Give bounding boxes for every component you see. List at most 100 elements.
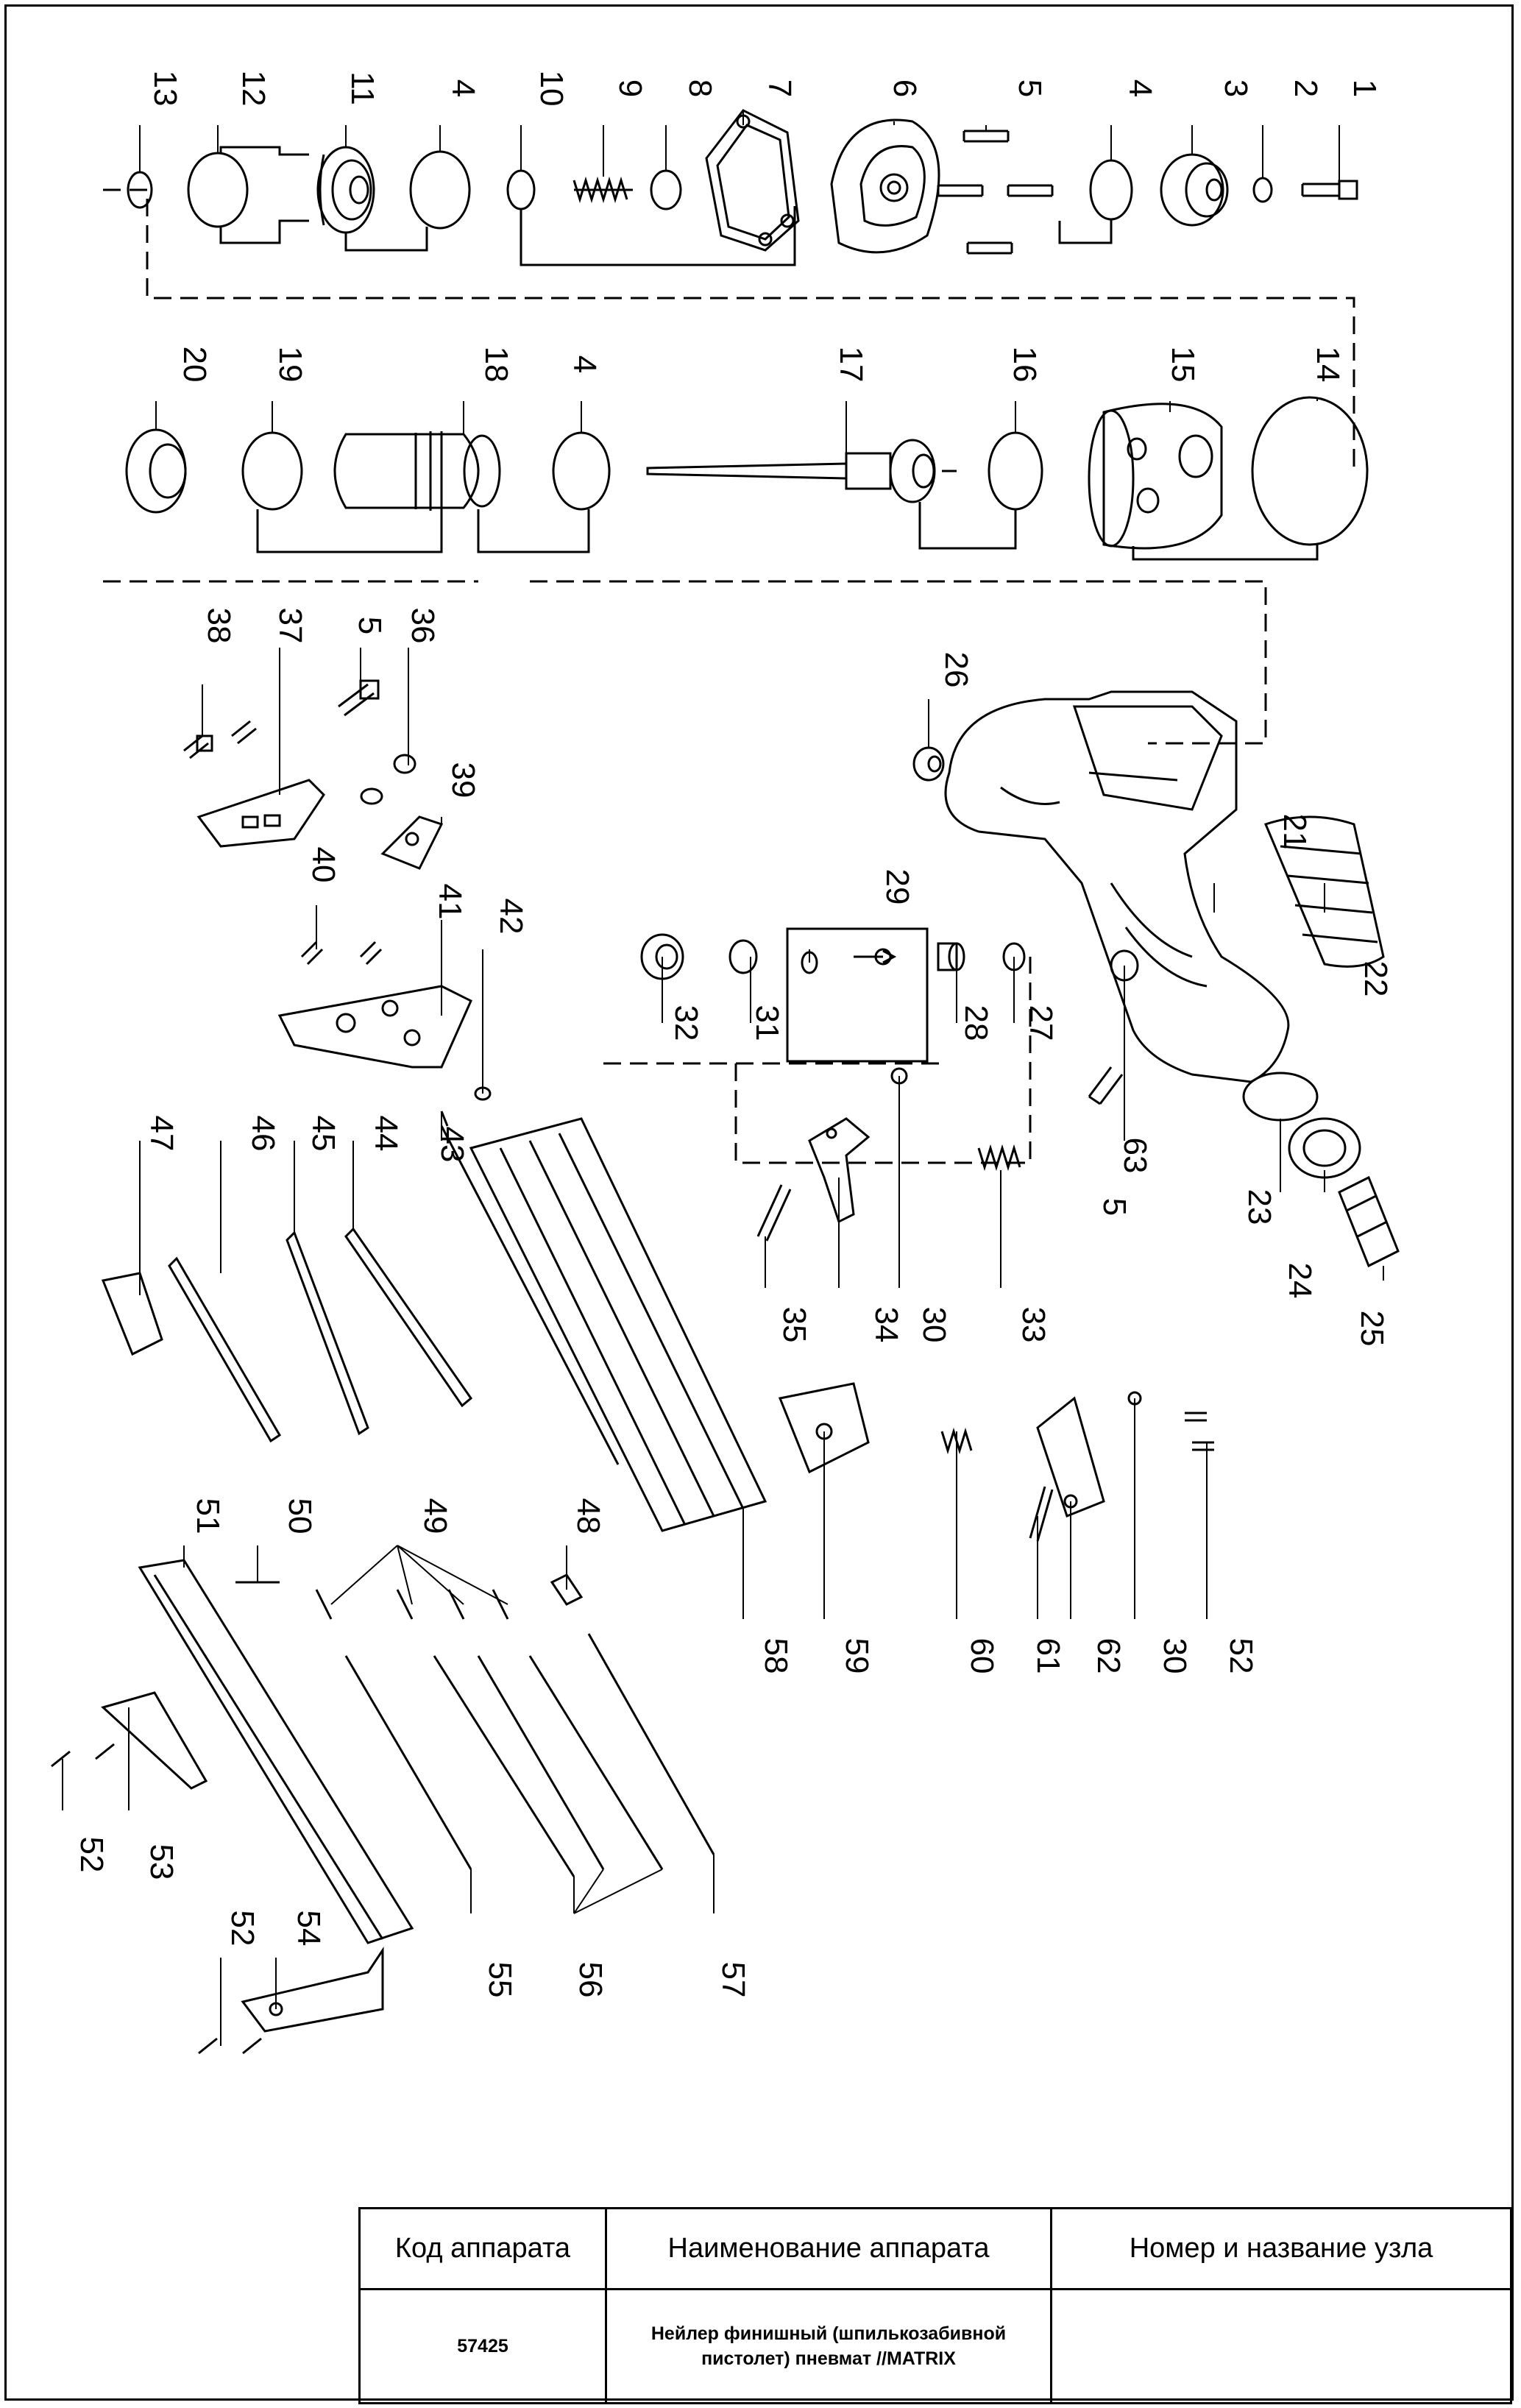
part-21-housing	[944, 690, 1290, 1083]
value-name: Нейлер финишный (шпилькозабивной пистоле…	[605, 2288, 1052, 2404]
cap-screws	[937, 130, 1054, 255]
part-34-trigger	[808, 1117, 871, 1224]
callout-61: 61	[1030, 1638, 1066, 1674]
part-31-o-ring	[728, 939, 758, 974]
part-61-pin	[1029, 1486, 1054, 1542]
part-24-end-cap	[1288, 1117, 1361, 1179]
part-22-grip	[1263, 815, 1385, 968]
callout-53: 53	[143, 1844, 180, 1880]
callout-20: 20	[177, 347, 213, 383]
part-23-o-ring	[1242, 1072, 1319, 1122]
callout-22: 22	[1358, 961, 1394, 997]
callout-58: 58	[758, 1638, 794, 1674]
callout-1: 1	[1347, 79, 1383, 97]
callout-57: 57	[715, 1962, 751, 1998]
header-name: Наименование аппарата	[605, 2207, 1052, 2290]
callout-5: 5	[1096, 1198, 1132, 1216]
part-58-magazine-rail	[469, 1117, 767, 1532]
value-assembly	[1050, 2288, 1512, 2404]
callout-14: 14	[1310, 347, 1346, 383]
part-46-blade	[168, 1256, 282, 1443]
part-45-blade	[286, 1230, 369, 1436]
magazine-rods-55-57	[344, 1633, 715, 1877]
callout-30: 30	[916, 1307, 952, 1343]
callout-29: 29	[879, 869, 915, 905]
callout-50: 50	[282, 1498, 318, 1534]
callout-5: 5	[352, 617, 388, 634]
part-12-seal	[187, 152, 249, 228]
callout-39: 39	[445, 762, 481, 798]
part-4-o-ring-b	[1089, 159, 1133, 221]
part-4-o-ring	[409, 150, 471, 230]
part-35-pin	[756, 1184, 792, 1242]
part-20-bumper	[125, 428, 187, 514]
callout-6: 6	[887, 79, 923, 97]
part-43-driver-rod	[440, 1125, 620, 1465]
callout-63: 63	[1117, 1138, 1153, 1174]
callout-32: 32	[668, 1005, 704, 1041]
part-3-exhaust-deflector	[1160, 153, 1229, 227]
callout-59: 59	[839, 1638, 875, 1674]
callout-40: 40	[305, 847, 341, 883]
part-54-foot	[241, 1947, 384, 2033]
callout-45: 45	[305, 1116, 341, 1152]
screws-52-top	[1185, 1412, 1214, 1451]
nose-assembly-parts	[101, 679, 620, 1465]
value-code: 57425	[358, 2288, 607, 2404]
callout-44: 44	[368, 1116, 404, 1152]
part-18-cylinder	[333, 431, 501, 511]
callout-9: 9	[612, 79, 648, 97]
part-19-o-ring	[241, 431, 303, 511]
part-2-washer	[1252, 177, 1273, 203]
callout-4: 4	[1122, 79, 1158, 97]
part-6-cylinder-cap	[830, 118, 940, 254]
callout-62: 62	[1091, 1638, 1127, 1674]
part-1-screw	[1301, 180, 1358, 200]
callout-33: 33	[1015, 1307, 1052, 1343]
callout-3: 3	[1218, 79, 1254, 97]
callout-43: 43	[434, 1127, 470, 1163]
header-assembly: Номер и название узла	[1050, 2207, 1512, 2290]
assembly-guide-lines	[103, 188, 1355, 1164]
title-block-table: Код аппарата Наименование аппарата Номер…	[358, 2207, 1512, 2404]
callout-41: 41	[432, 884, 468, 920]
part-48-pin	[550, 1573, 584, 1606]
part-39-latch	[380, 815, 444, 870]
callout-25: 25	[1354, 1311, 1390, 1347]
part-36-washer	[393, 754, 416, 774]
part-44-blade	[344, 1227, 473, 1408]
callout-55: 55	[482, 1962, 518, 1998]
callout-16: 16	[1007, 347, 1043, 383]
part-10-ring	[506, 169, 536, 210]
screws-40	[300, 941, 383, 966]
callout-31: 31	[749, 1005, 785, 1041]
callout-18: 18	[478, 347, 514, 383]
callout-52: 52	[74, 1837, 110, 1873]
callout-8: 8	[682, 79, 718, 97]
callout-46: 46	[245, 1116, 281, 1152]
callout-5: 5	[1012, 79, 1048, 97]
part-4-o-ring-c	[552, 431, 611, 511]
callout-51: 51	[190, 1498, 226, 1534]
screws-52-bottom	[198, 2037, 262, 2055]
callout-56: 56	[572, 1962, 609, 1998]
part-15-cylinder-sleeve	[1088, 403, 1223, 550]
callout-52: 52	[1223, 1638, 1259, 1674]
part-16-o-ring	[988, 431, 1043, 511]
magazine-assembly-parts	[51, 1117, 1214, 2055]
part-29-valve-box	[786, 927, 929, 1063]
callout-17: 17	[833, 347, 869, 383]
cap-assembly-parts	[127, 109, 1358, 266]
part-51-magazine	[138, 1559, 414, 1944]
callout-13: 13	[147, 71, 183, 107]
callout-52: 52	[224, 1911, 260, 1947]
callout-60: 60	[964, 1638, 1000, 1674]
part-28-valve-stem	[937, 942, 965, 971]
callout-23: 23	[1241, 1189, 1277, 1225]
callout-37: 37	[272, 608, 308, 644]
housing-assembly-parts	[912, 690, 1400, 1268]
callout-54: 54	[291, 1911, 327, 1947]
part-25-air-fitting	[1338, 1175, 1400, 1268]
callout-34: 34	[868, 1307, 904, 1343]
